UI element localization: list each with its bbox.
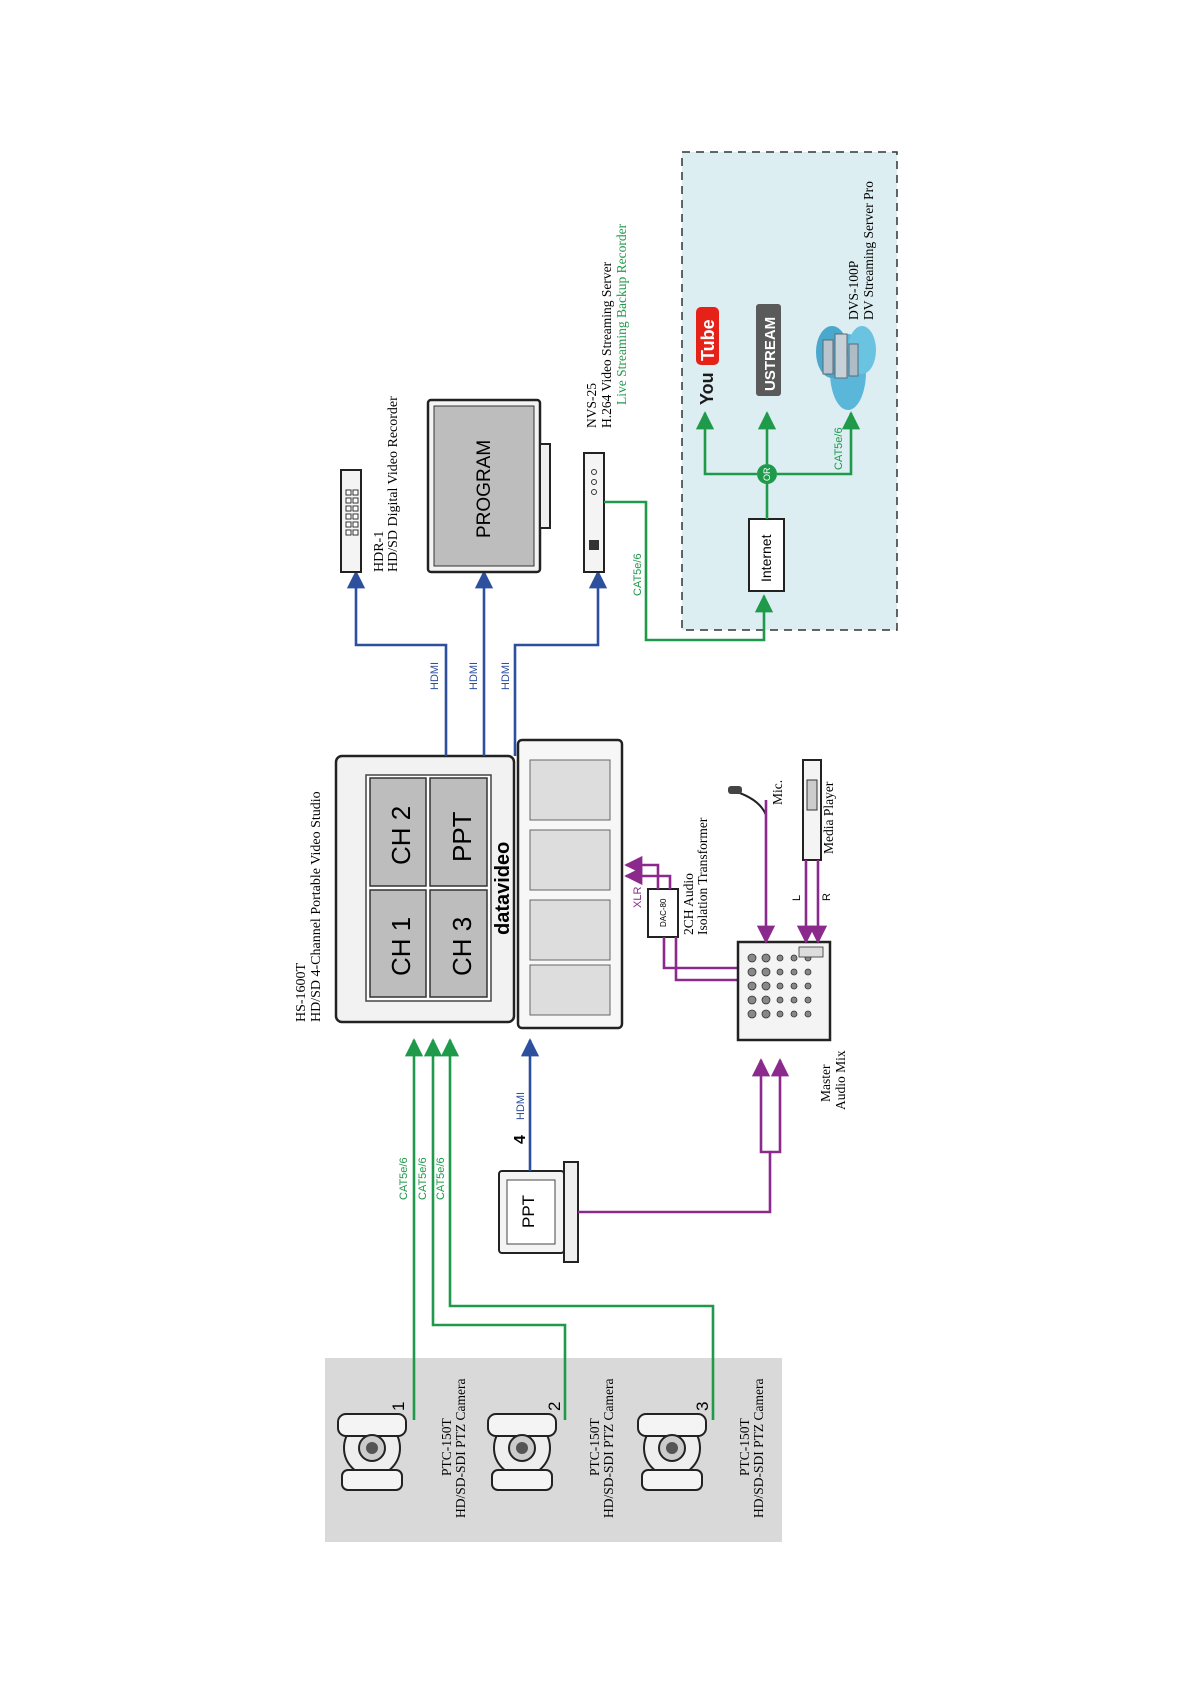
camera-3 [637, 1413, 707, 1491]
hdmi-label-streamer: HDMI [500, 662, 512, 690]
mixer-label1: Master [818, 1064, 833, 1102]
screen-ch3-label: CH 3 [447, 917, 477, 976]
dvs-model: DVS-100P [846, 261, 861, 320]
mixer-to-transformer-1 [662, 937, 738, 970]
cat-cable-2 [423, 1038, 567, 1420]
screen-ch3 [429, 889, 488, 998]
media-player-device [802, 759, 822, 861]
studio-brand-logo: datavideo [492, 842, 514, 935]
recorder-model: HDR-1 [372, 531, 387, 572]
dvs-cloud-icon [816, 326, 876, 410]
ppt-audio-cable [578, 1058, 772, 1214]
camera-1-model: PTC-150T [439, 1417, 454, 1476]
ppt-input-number: 4 [512, 1135, 529, 1144]
streamer-desc: H.264 Video Streaming Server [599, 261, 614, 428]
camera-zone [325, 1358, 782, 1542]
screen-ch2 [369, 777, 427, 887]
svg-text:Tube: Tube [698, 319, 718, 361]
cat-label-dvs: CAT5e/6 [833, 427, 845, 470]
streaming-server-device [583, 452, 605, 573]
studio-model: HS-1600T [294, 962, 309, 1022]
or-label: OR [762, 467, 772, 481]
camera-3-model: PTC-150T [737, 1417, 752, 1476]
hdmi-label-recorder: HDMI [429, 662, 441, 690]
camera-2-desc: HD/SD-SDI PTZ Camera [601, 1379, 616, 1518]
mixer-to-transformer-2 [674, 937, 738, 982]
media-player-label: Media Player [821, 781, 836, 854]
camera-2-model: PTC-150T [587, 1417, 602, 1476]
mixer-label2: Audio Mix [833, 1050, 848, 1110]
camera-2 [487, 1413, 557, 1491]
ppt-laptop-screen-label: PPT [519, 1195, 538, 1228]
ppt-audio-cable-2 [770, 1058, 790, 1154]
program-label: PROGRAM [474, 440, 495, 538]
internet-box [748, 518, 785, 592]
svg-text:USTREAM: USTREAM [762, 317, 779, 391]
media-right-label: R [821, 893, 833, 901]
cat-label-3: CAT5e/6 [435, 1157, 447, 1200]
camera-1 [337, 1413, 407, 1491]
camera-2-number: 2 [545, 1402, 564, 1411]
xlr-label: XLR [632, 887, 644, 908]
program-monitor [426, 398, 551, 574]
audio-mixer-device [736, 940, 832, 1042]
ppt-laptop [498, 1161, 579, 1263]
mic-label: Mic. [770, 780, 785, 805]
audio-transformer-label2: Isolation Transformer [695, 817, 710, 935]
camera-3-number: 3 [693, 1402, 712, 1411]
streamer-model: NVS-25 [584, 383, 599, 428]
camera-3-desc: HD/SD-SDI PTZ Camera [751, 1379, 766, 1518]
ustream-logo: USTREAM [756, 304, 781, 396]
youtube-logo: You Tube [696, 307, 719, 405]
camera-1-desc: HD/SD-SDI PTZ Camera [453, 1379, 468, 1518]
or-to-youtube [695, 411, 757, 476]
streamer-note: Live Streaming Backup Recorder [614, 223, 629, 405]
internet-label: Internet [758, 534, 774, 582]
cat-label-1: CAT5e/6 [398, 1157, 410, 1200]
screen-ppt-label: PPT [447, 811, 477, 862]
mic-device [728, 786, 767, 940]
hdmi-to-streamer [513, 570, 608, 756]
hdmi-label-monitor: HDMI [468, 662, 480, 690]
screen-ppt [429, 777, 488, 887]
xlr-to-studio-2 [624, 866, 672, 889]
cat-label-2: CAT5e/6 [417, 1157, 429, 1200]
camera-1-number: 1 [389, 1402, 408, 1411]
dvs-desc: DV Streaming Server Pro [861, 181, 876, 320]
audio-transformer-model: DAC-80 [659, 898, 668, 927]
cat-streamer-to-internet [604, 500, 774, 642]
media-left-label: L [791, 895, 803, 901]
audio-transformer-label1: 2CH Audio [681, 873, 696, 935]
cat-cable-3 [440, 1038, 715, 1420]
screen-ch1 [369, 889, 427, 998]
or-to-dvs [777, 411, 861, 476]
screen-ch2-label: CH 2 [386, 806, 416, 865]
xlr-to-studio-1 [624, 855, 660, 889]
ppt-hdmi-label: HDMI [515, 1092, 527, 1120]
studio-desc: HD/SD 4-Channel Portable Video Studio [309, 791, 324, 1022]
or-node [757, 464, 777, 484]
recorder-desc: HD/SD Digital Video Recorder [386, 396, 401, 572]
cat-label-streamer: CAT5e/6 [632, 553, 644, 596]
hdmi-to-recorder [346, 570, 448, 756]
screen-ch1-label: CH 1 [386, 917, 416, 976]
svg-text:You: You [697, 372, 717, 405]
recorder-device [340, 469, 362, 573]
